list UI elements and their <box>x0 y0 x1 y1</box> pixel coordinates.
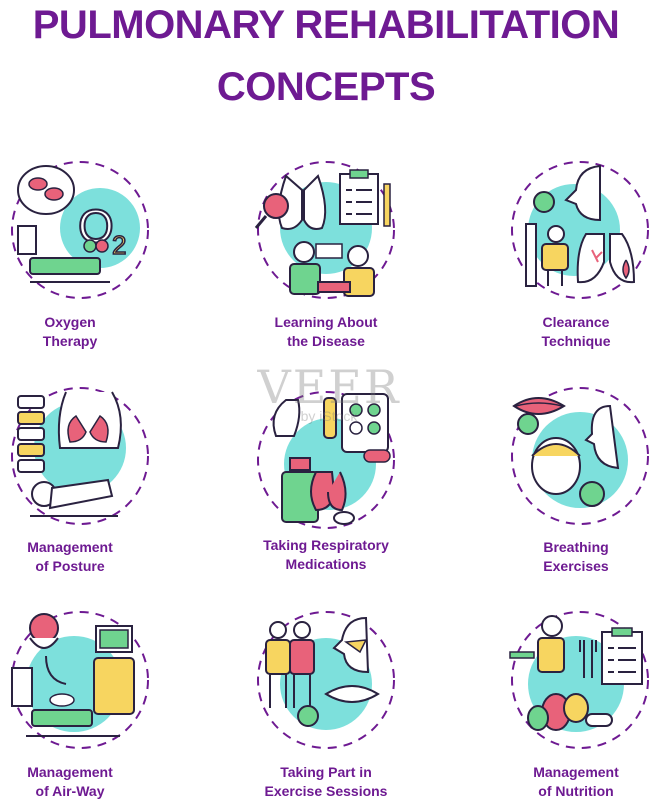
learning-disease-label: Learning About the Disease <box>274 314 378 349</box>
title-line-1: PULMONARY REHABILITATION <box>32 3 620 47</box>
oxygen-therapy-label: Oxygen Therapy <box>42 314 98 349</box>
exercise-label: Taking Part in Exercise Sessions <box>264 764 388 799</box>
posture-label: Management of Posture <box>27 539 113 574</box>
exercise-icon <box>246 600 446 800</box>
page-title: PULMONARY REHABILITATION CONCEPTS <box>0 0 652 118</box>
breathing-icon <box>500 376 652 576</box>
posture-icon <box>0 376 200 576</box>
watermark: VEER by iStock <box>257 360 401 424</box>
learning-disease-icon <box>246 150 446 350</box>
breathing-label: Breathing Exercises <box>543 539 609 574</box>
title-line-2: CONCEPTS <box>216 65 436 109</box>
airway-label: Management of Air-Way <box>27 764 113 799</box>
nutrition-icon <box>500 600 652 800</box>
airway-icon <box>0 600 200 800</box>
svg-text:2: 2 <box>112 230 126 260</box>
clearance-technique-label: Clearance Technique <box>541 314 611 349</box>
medications-icon <box>246 380 446 580</box>
nutrition-label: Management of Nutrition <box>533 764 619 799</box>
oxygen-therapy-icon: O 2 <box>0 150 200 350</box>
clearance-technique-icon <box>500 150 652 350</box>
medications-label: Taking Respiratory Medications <box>263 537 389 572</box>
